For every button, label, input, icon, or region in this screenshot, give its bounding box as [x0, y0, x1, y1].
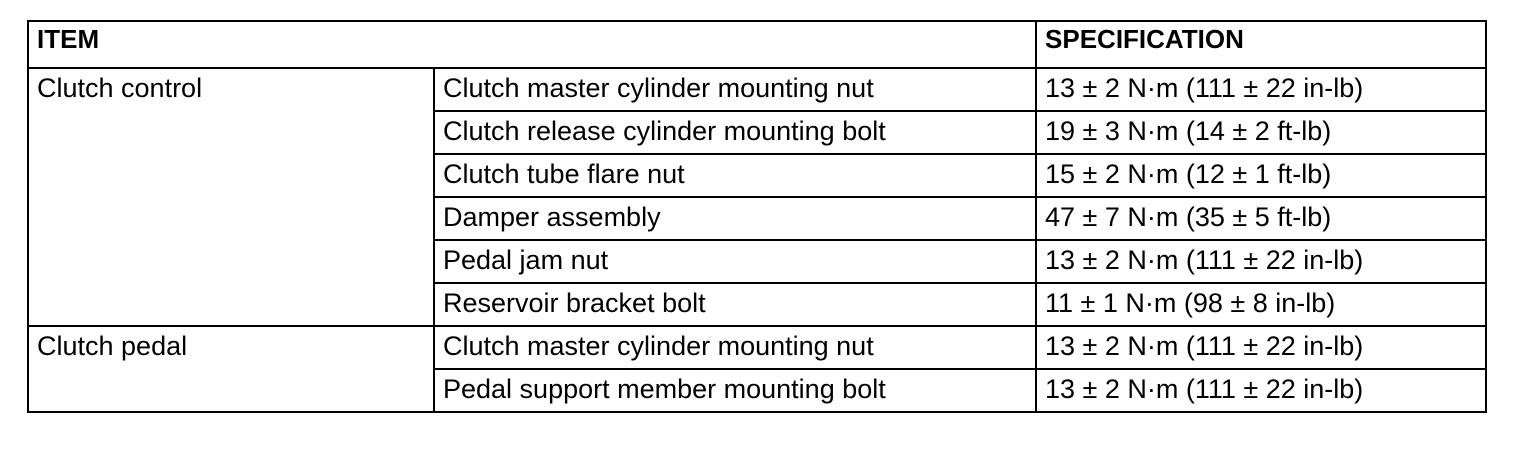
spec-cell: 19 ± 3 N·m (14 ± 2 ft-lb)	[1035, 110, 1488, 155]
spec-cell: 47 ± 7 N·m (35 ± 5 ft-lb)	[1035, 196, 1488, 241]
header-row: ITEM SPECIFICATION	[26, 20, 1488, 69]
item-cell: Clutch master cylinder mounting nut	[432, 325, 1038, 370]
header-specification: SPECIFICATION	[1035, 20, 1488, 69]
table-row: Damper assembly 47 ± 7 N·m (35 ± 5 ft-lb…	[28, 196, 1488, 241]
torque-spec-table: ITEM SPECIFICATION Clutch control Clutch…	[26, 20, 1488, 413]
spec-cell: 13 ± 2 N·m (111 ± 22 in-lb)	[1035, 368, 1488, 413]
table-row: Pedal support member mounting bolt 13 ± …	[28, 368, 1488, 413]
category-cell: Clutch pedal	[27, 325, 435, 413]
spec-cell: 11 ± 1 N·m (98 ± 8 in-lb)	[1035, 282, 1488, 327]
item-cell: Clutch master cylinder mounting nut	[432, 67, 1038, 112]
category-cell: Clutch control	[27, 67, 435, 327]
table-row: Reservoir bracket bolt 11 ± 1 N·m (98 ± …	[28, 282, 1488, 327]
table-row: Clutch pedal Clutch master cylinder moun…	[27, 325, 1488, 413]
table-row: Clutch tube flare nut 15 ± 2 N·m (12 ± 1…	[28, 153, 1488, 198]
table-row: Clutch control Clutch master cylinder mo…	[27, 67, 1488, 327]
item-cell: Clutch release cylinder mounting bolt	[432, 110, 1038, 155]
item-cell: Damper assembly	[432, 196, 1038, 241]
spec-cell: 13 ± 2 N·m (111 ± 22 in-lb)	[1035, 67, 1488, 112]
header-item: ITEM	[26, 20, 1038, 69]
spec-cell: 13 ± 2 N·m (111 ± 22 in-lb)	[1035, 239, 1488, 284]
spec-cell: 13 ± 2 N·m (111 ± 22 in-lb)	[1035, 325, 1488, 370]
item-cell: Reservoir bracket bolt	[432, 282, 1038, 327]
item-cell: Pedal support member mounting bolt	[432, 368, 1038, 413]
item-cell: Clutch tube flare nut	[432, 153, 1038, 198]
table-row: Clutch release cylinder mounting bolt 19…	[28, 110, 1488, 155]
spec-cell: 15 ± 2 N·m (12 ± 1 ft-lb)	[1035, 153, 1488, 198]
table-row: Pedal jam nut 13 ± 2 N·m (111 ± 22 in-lb…	[28, 239, 1488, 284]
item-cell: Pedal jam nut	[432, 239, 1038, 284]
